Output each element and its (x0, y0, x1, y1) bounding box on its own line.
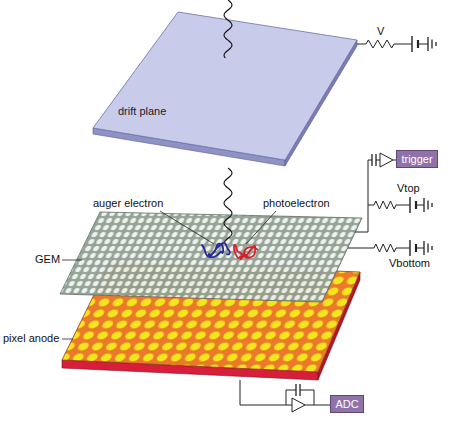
capacitor-symbol (372, 154, 376, 166)
wire (376, 160, 380, 161)
wire (300, 390, 314, 405)
adc-box: ADC (330, 395, 364, 413)
voltage-label: V (376, 25, 385, 38)
wire (416, 248, 424, 249)
voltage-label: Vtop (396, 182, 421, 195)
leader-line (160, 211, 214, 244)
wire (418, 44, 428, 45)
wire (286, 390, 296, 405)
resistor-symbol (366, 40, 394, 48)
wire (355, 160, 368, 232)
box-label: trigger (397, 153, 437, 166)
battery-symbol (410, 240, 416, 256)
battery-symbol (410, 197, 416, 213)
trigger-box: trigger (396, 150, 438, 168)
battery-symbol (412, 36, 418, 52)
photon-track (62, 168, 276, 339)
wire (357, 44, 366, 45)
plate-outline (90, 8, 362, 170)
electron-track (202, 243, 230, 257)
ground-symbol (424, 198, 432, 212)
wire (348, 248, 374, 249)
wire (396, 248, 410, 249)
leader-line (62, 260, 82, 261)
gem-foil (60, 212, 362, 302)
leader-line (62, 339, 73, 340)
wire (396, 205, 410, 206)
amplifier-symbol (380, 153, 393, 167)
capacitor-symbol (296, 384, 300, 396)
resistor-symbol (374, 244, 396, 252)
leader-line (246, 211, 276, 244)
callout-label: photoelectron (262, 197, 331, 210)
callout-label: auger electron (92, 197, 164, 210)
drift-plane: drift plane (90, 8, 362, 170)
box-label: ADC (331, 398, 363, 411)
wire (394, 44, 412, 45)
ground-symbol (428, 37, 436, 51)
wire (305, 405, 330, 406)
resistor-symbol (374, 201, 396, 209)
photon-wave (224, 168, 232, 242)
part-label: GEM (34, 253, 61, 266)
wire (416, 205, 424, 206)
part-label: pixel anode (2, 332, 60, 345)
wire (368, 205, 374, 206)
wire (240, 380, 292, 405)
electron-track (234, 245, 258, 259)
plate-label: drift plane (118, 105, 166, 118)
ground-symbol (424, 241, 432, 255)
voltage-label: Vbottom (388, 257, 431, 270)
amplifier-symbol (292, 398, 305, 412)
